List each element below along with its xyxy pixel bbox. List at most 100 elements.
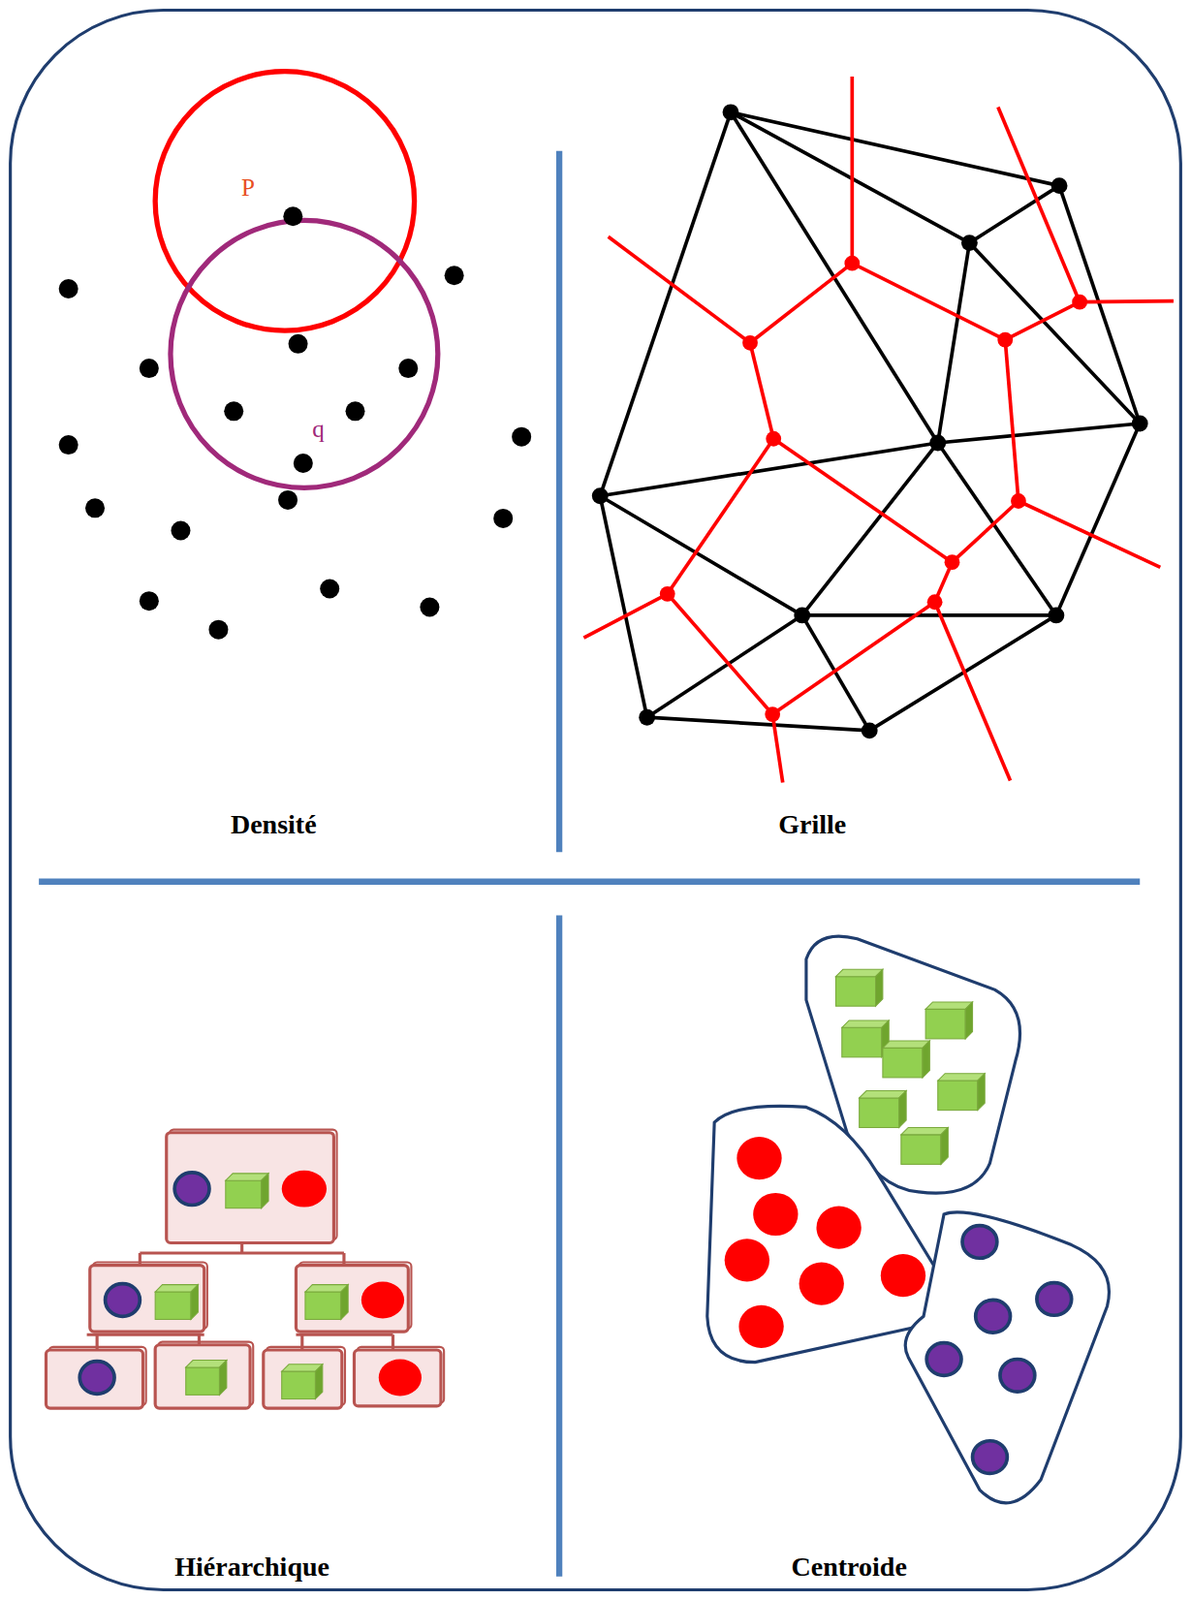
grid-point <box>1051 177 1068 194</box>
triangulation-edge <box>969 186 1060 244</box>
triangulation-edge <box>938 423 1140 443</box>
data-point <box>85 498 105 518</box>
purple-point <box>962 1225 998 1259</box>
red-point <box>738 1305 784 1348</box>
cluster-box <box>166 1132 335 1244</box>
data-point <box>345 401 366 421</box>
voronoi-edge <box>1004 302 1080 341</box>
red-point <box>815 1206 861 1250</box>
cluster-outline <box>905 1212 1109 1504</box>
voronoi-edge <box>750 263 852 344</box>
voronoi-edge <box>772 601 935 715</box>
data-point <box>282 206 303 226</box>
triangulation-edge <box>647 717 871 731</box>
green-cube <box>901 1127 948 1164</box>
purple-point <box>105 1284 141 1317</box>
data-point <box>139 591 159 611</box>
cluster-box <box>353 1349 440 1407</box>
data-point <box>223 401 244 421</box>
data-point <box>419 596 439 617</box>
grid-point <box>1047 606 1065 624</box>
voronoi-vertex <box>659 586 676 602</box>
triangulation-edge <box>647 615 803 718</box>
grid-point <box>861 721 878 739</box>
red-point <box>361 1281 405 1318</box>
triangulation-edge <box>802 613 1057 618</box>
data-point <box>208 620 228 640</box>
triangulation-edge <box>938 243 971 443</box>
green-cube <box>842 1020 889 1058</box>
purple-point <box>1000 1359 1035 1393</box>
voronoi-edge <box>1004 340 1019 502</box>
outer-frame <box>10 10 1182 1591</box>
purple-point <box>1036 1283 1072 1317</box>
green-cube <box>186 1360 227 1396</box>
voronoi-edge <box>1079 301 1174 303</box>
purple-point <box>926 1343 962 1377</box>
red-point <box>799 1261 845 1305</box>
cluster-box <box>263 1349 343 1409</box>
data-point <box>139 358 159 378</box>
triangulation-edge <box>730 112 970 244</box>
voronoi-edge <box>667 438 775 595</box>
green-cube <box>859 1091 907 1129</box>
cluster-box <box>295 1265 408 1332</box>
tree-link <box>138 1253 142 1266</box>
voronoi-edge <box>750 343 774 439</box>
cluster-box <box>90 1265 205 1332</box>
voronoi-edge <box>608 236 751 344</box>
grid-point <box>961 234 978 251</box>
purple-point <box>975 1299 1011 1333</box>
triangulation-edge <box>730 112 939 443</box>
red-point <box>724 1238 770 1282</box>
voronoi-edge <box>583 594 667 638</box>
voronoi-edge <box>851 263 1005 341</box>
cluster-outline <box>707 1105 941 1362</box>
triangulation-edge <box>938 442 1057 616</box>
voronoi-vertex <box>1071 294 1088 311</box>
tree-link <box>342 1253 345 1266</box>
point-label: P <box>241 174 255 199</box>
green-cube <box>225 1173 269 1209</box>
voronoi-vertex <box>765 431 782 447</box>
voronoi-vertex <box>844 255 860 272</box>
epsilon-circle <box>170 219 439 488</box>
panel-caption: Centroide <box>791 1553 908 1581</box>
data-point <box>170 521 190 541</box>
data-point <box>444 265 465 285</box>
triangulation-edge <box>599 112 731 497</box>
voronoi-vertex <box>927 594 943 610</box>
grid-point <box>722 103 740 121</box>
purple-point <box>174 1172 210 1206</box>
tree-link <box>139 1251 345 1254</box>
divider <box>556 914 563 1576</box>
data-point <box>278 490 298 510</box>
voronoi-edge <box>849 76 854 264</box>
voronoi-edge <box>952 501 1019 563</box>
data-point <box>293 453 314 473</box>
voronoi-edge <box>1018 501 1160 567</box>
panel-caption: Densité <box>230 811 317 839</box>
divider <box>38 878 1140 885</box>
red-point <box>880 1253 926 1297</box>
green-cube <box>925 1002 972 1039</box>
epsilon-circle <box>155 71 414 331</box>
green-cube <box>835 969 882 1006</box>
purple-point <box>972 1441 1008 1474</box>
panel-caption: Grille <box>778 811 847 839</box>
tree-link <box>295 1333 393 1337</box>
voronoi-vertex <box>764 706 781 722</box>
green-cube <box>882 1040 930 1078</box>
grid-point <box>793 606 811 624</box>
triangulation-edge <box>802 615 870 731</box>
grid-point <box>929 435 946 452</box>
cluster-box <box>45 1349 143 1409</box>
voronoi-vertex <box>944 554 961 570</box>
voronoi-edge <box>772 714 784 784</box>
voronoi-edge <box>667 594 773 715</box>
green-cube <box>155 1285 198 1320</box>
purple-point <box>79 1361 115 1395</box>
data-point <box>511 427 532 447</box>
green-cube <box>305 1285 348 1320</box>
